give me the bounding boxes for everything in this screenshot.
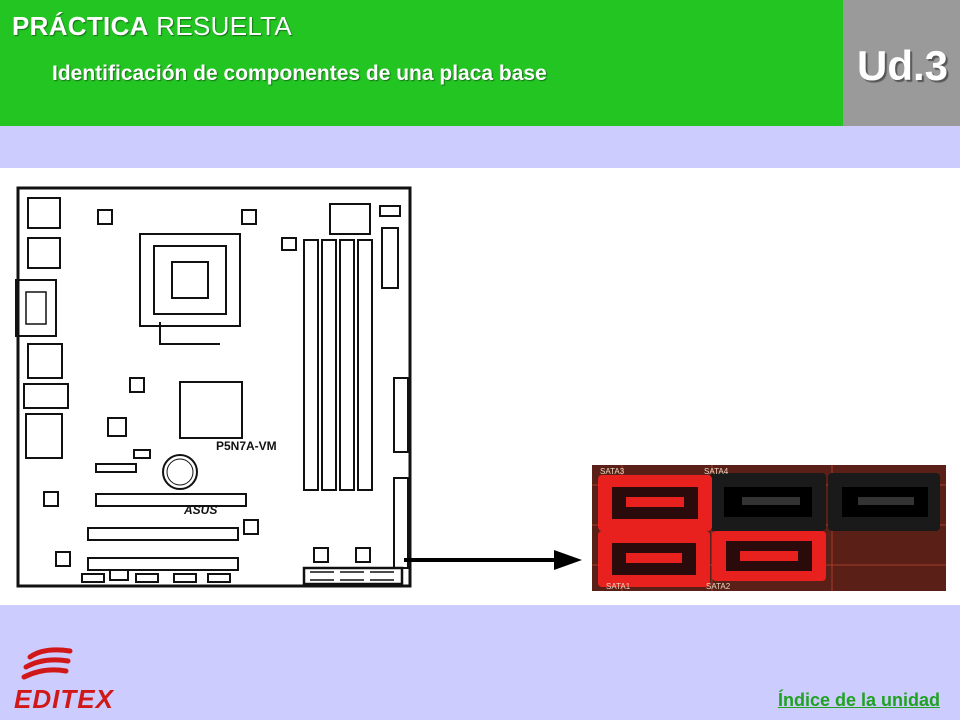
cmos-battery [162,454,198,490]
slide-title: PRÁCTICA RESUELTA [12,11,292,42]
editex-logo-text: EDITEX [14,684,114,714]
pointer-arrow [404,550,582,570]
pcie-slot-1 [95,493,247,507]
dimm-slot-2 [321,239,337,491]
dimm-slot-3 [339,239,355,491]
motherboard-diagram: P5N7A-VM ASUS [15,186,412,588]
pci-slot-2 [87,557,239,571]
sata-port-1 [598,531,710,587]
cpu-socket [139,233,241,327]
slide-subtitle: Identificación de componentes de una pla… [52,62,547,85]
slide-header: PRÁCTICA RESUELTA Identificación de comp… [0,0,843,126]
sata-port-3 [710,473,826,531]
sata-label-3: SATA3 [600,467,625,476]
io-port-ps2 [27,197,61,229]
sata-label-4: SATA4 [704,467,729,476]
io-port-usb2 [23,383,69,409]
board-brand-label: ASUS [183,503,217,517]
dimm-slot-1 [303,239,319,491]
pci-slot-1 [87,527,239,541]
sata-port-1-top [598,475,712,531]
board-model-label: P5N7A-VM [216,439,277,453]
title-strong: PRÁCTICA [12,11,149,41]
unit-index-link[interactable]: Índice de la unidad [777,690,940,710]
atx-power [381,227,399,289]
io-port-audio [25,413,63,459]
dimm-slot-4 [357,239,373,491]
title-rest: RESUELTA [156,11,293,41]
sata-port-4 [828,473,940,531]
ide-connector [393,377,409,453]
io-port-vga [15,279,57,337]
sata-connectors-board [302,566,404,586]
editex-logo-icon [21,647,73,680]
io-port-usb [27,237,61,269]
sata-port-2 [712,531,826,581]
board-outline [16,186,412,588]
unit-label: Ud.3 [856,42,948,89]
unit-box: Ud.3 [843,0,960,126]
io-port-lan [27,343,63,379]
sata-label-2: SATA2 [706,582,731,591]
chipset [179,381,243,439]
sata-label-1: SATA1 [606,582,631,591]
sata-ports-photo: SATA3 SATA4 SATA1 SATA2 [592,465,946,591]
content-area: P5N7A-VM ASUS [0,168,960,605]
